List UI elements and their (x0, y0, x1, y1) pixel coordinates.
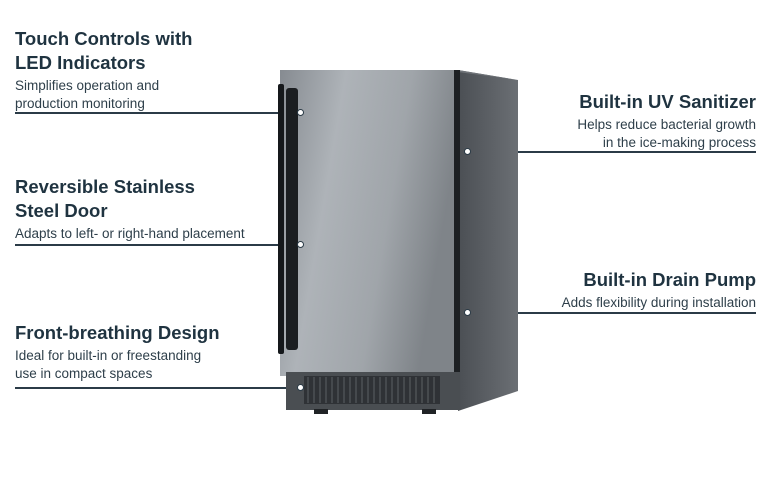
feature-description: Simplifies operation and production moni… (15, 78, 160, 111)
leader-line-reversible-door (15, 244, 298, 246)
callout-dot-drain-pump (464, 309, 471, 316)
feature-title: Built-in UV Sanitizer (579, 91, 756, 112)
stainless-door (280, 70, 454, 376)
grille-slats (307, 377, 435, 403)
feature-title: Reversible Stainless Steel Door (15, 176, 195, 221)
foot-right (422, 409, 436, 414)
callout-dot-reversible-door (297, 241, 304, 248)
door-frame (452, 70, 460, 378)
leader-line-touch-controls (15, 112, 298, 114)
feature-drain-pump: Built-in Drain Pump Adds flexibility dur… (562, 268, 756, 312)
feature-title: Built-in Drain Pump (583, 269, 756, 290)
door-handle-bar (286, 88, 298, 350)
feature-description: Adds flexibility during installation (561, 295, 756, 310)
callout-dot-uv-sanitizer (464, 148, 471, 155)
leader-line-drain-pump (468, 312, 756, 314)
feature-uv-sanitizer: Built-in UV Sanitizer Helps reduce bacte… (577, 90, 756, 152)
cabinet-side-panel (458, 70, 518, 411)
feature-front-breathing: Front-breathing Design Ideal for built-i… (15, 321, 220, 383)
feature-title: Touch Controls with LED Indicators (15, 28, 193, 73)
foot-left (314, 409, 328, 414)
door-handle (278, 84, 284, 354)
undercounter-ice-maker-image (278, 70, 518, 414)
feature-reversible-door: Reversible Stainless Steel Door Adapts t… (15, 175, 245, 243)
feature-description: Helps reduce bacterial growth in the ice… (577, 117, 756, 150)
feature-description: Ideal for built-in or freestanding use i… (15, 348, 202, 381)
callout-dot-front-breathing (297, 384, 304, 391)
ventilation-grille (304, 376, 440, 404)
feature-touch-controls: Touch Controls with LED Indicators Simpl… (15, 27, 192, 113)
leader-line-uv-sanitizer (468, 151, 756, 153)
feature-title: Front-breathing Design (15, 322, 220, 343)
callout-dot-touch-controls (297, 109, 304, 116)
feature-description: Adapts to left- or right-hand placement (15, 226, 245, 241)
leader-line-front-breathing (15, 387, 298, 389)
